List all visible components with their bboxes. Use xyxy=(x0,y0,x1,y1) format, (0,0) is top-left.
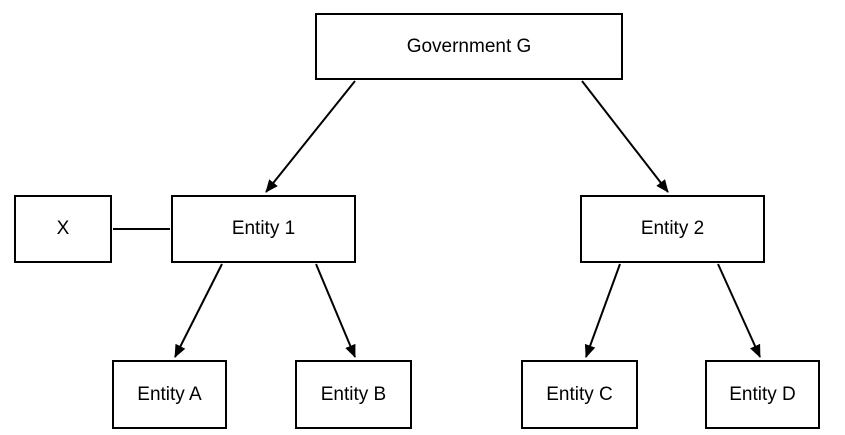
node-entity-a-label: Entity A xyxy=(137,383,202,405)
edge-government-g-to-entity-2 xyxy=(581,80,669,193)
node-entity-b-label: Entity B xyxy=(320,383,387,405)
node-entity-a: Entity A xyxy=(112,360,227,429)
edge-entity-1-to-entity-a xyxy=(174,263,223,358)
node-entity-2: Entity 2 xyxy=(580,195,765,263)
node-entity-2-label: Entity 2 xyxy=(640,218,705,239)
node-entity-d-label: Entity D xyxy=(729,383,796,405)
node-x: X xyxy=(14,195,112,263)
edge-entity-2-to-entity-d xyxy=(717,263,761,358)
node-x-label: X xyxy=(56,218,70,239)
edge-entity-1-to-entity-b xyxy=(315,263,356,358)
node-government-g: Government G xyxy=(315,13,623,80)
edge-government-g-to-entity-1 xyxy=(265,80,356,193)
node-entity-c: Entity C xyxy=(521,360,638,429)
node-entity-b: Entity B xyxy=(295,360,412,429)
node-entity-c-label: Entity C xyxy=(546,383,613,405)
node-entity-d: Entity D xyxy=(705,360,820,429)
node-government-g-label: Government G xyxy=(406,35,532,57)
node-entity-1: Entity 1 xyxy=(171,195,356,263)
node-entity-1-label: Entity 1 xyxy=(231,218,296,239)
edge-entity-2-to-entity-c xyxy=(584,263,621,358)
